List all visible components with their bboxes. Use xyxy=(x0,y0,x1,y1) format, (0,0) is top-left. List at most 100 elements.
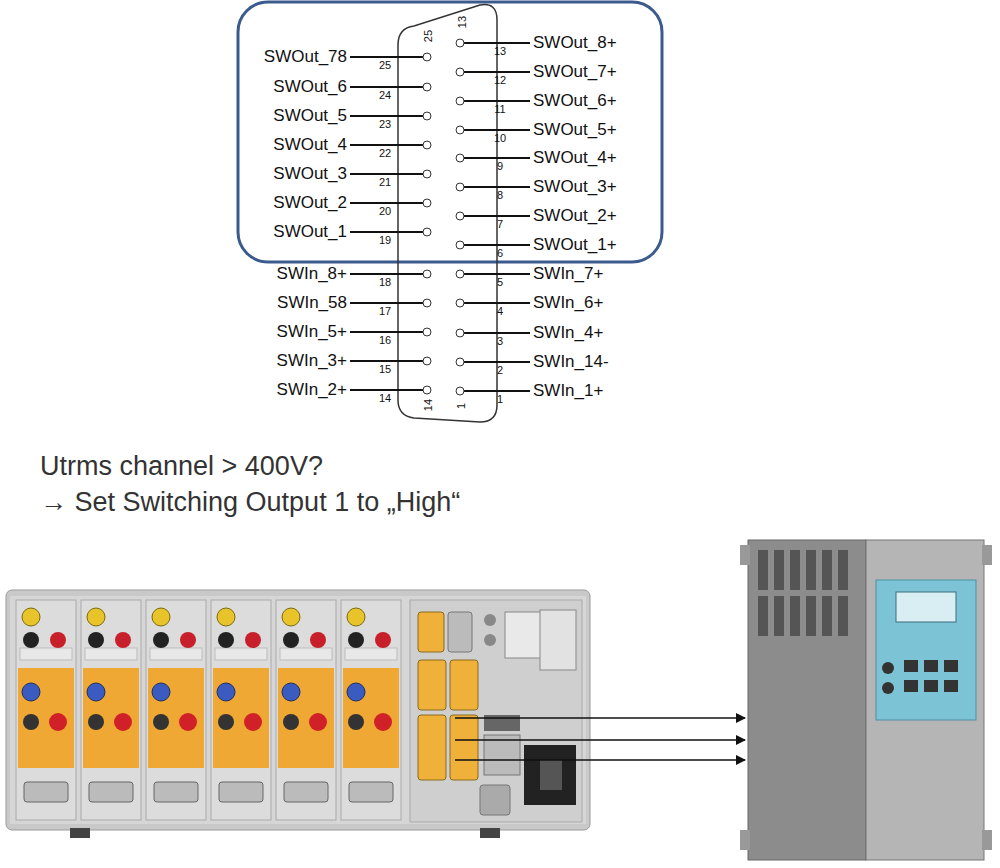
vent xyxy=(838,550,848,590)
module-label xyxy=(85,648,137,660)
pin-number: 17 xyxy=(379,305,391,317)
jack xyxy=(22,683,40,701)
pin-lead xyxy=(350,360,423,362)
signal-wire xyxy=(455,717,745,719)
module-panel xyxy=(341,600,401,820)
condition-text: Utrms channel > 400V? xyxy=(40,452,323,482)
module-panel xyxy=(276,600,336,820)
pin-name: SWOut_5 xyxy=(273,107,347,126)
pin-number: 25 xyxy=(379,59,391,71)
jack xyxy=(309,713,327,731)
power-analyzer xyxy=(6,590,590,838)
pin-number: 18 xyxy=(379,276,391,288)
pin-number: 15 xyxy=(379,363,391,375)
pin-number: 2 xyxy=(497,364,503,376)
pin-number: 13 xyxy=(494,45,506,57)
pin-name: SWOut_6 xyxy=(273,78,347,97)
pin xyxy=(456,39,464,47)
jack xyxy=(22,608,40,626)
pin-number: 1 xyxy=(497,393,503,405)
jack xyxy=(375,632,391,648)
pin-number: 9 xyxy=(497,160,503,172)
pin-group xyxy=(350,39,530,395)
jack xyxy=(374,713,392,731)
pin-number: 19 xyxy=(379,234,391,246)
pin-name: SWIn_14- xyxy=(533,353,609,372)
jack xyxy=(282,608,300,626)
jack xyxy=(348,714,364,730)
pin-number: 12 xyxy=(494,74,506,86)
pin-lead xyxy=(350,331,423,333)
pin xyxy=(423,299,431,307)
pin-lead xyxy=(350,173,423,175)
sub-d xyxy=(349,782,393,802)
highlight-frame xyxy=(238,2,662,262)
module-band xyxy=(18,668,74,768)
jack xyxy=(347,608,365,626)
pin-lead xyxy=(464,157,530,159)
pin-lead xyxy=(464,71,530,73)
pin-name: SWOut_1 xyxy=(273,223,347,242)
pin-name: SWIn_7+ xyxy=(533,265,603,284)
pin-lead xyxy=(350,273,423,275)
pin-name: SWOut_78 xyxy=(264,48,347,67)
vent xyxy=(758,550,768,590)
pin xyxy=(456,154,464,162)
pin-lead xyxy=(464,244,530,246)
jack xyxy=(245,632,261,648)
jack xyxy=(218,632,234,648)
pin-number: 24 xyxy=(379,89,391,101)
module-band xyxy=(148,668,204,768)
pin-name: SWOut_4+ xyxy=(533,149,617,168)
connector-marking: 25 xyxy=(422,30,434,42)
pin-lead xyxy=(350,56,423,58)
pin-lead xyxy=(464,100,530,102)
pin xyxy=(456,97,464,105)
sub-d xyxy=(219,782,263,802)
signal-wire xyxy=(455,739,745,741)
pin-lead xyxy=(464,42,530,44)
jack xyxy=(114,713,132,731)
vent xyxy=(806,596,816,636)
pin-number: 22 xyxy=(379,147,391,159)
sub-d xyxy=(24,782,68,802)
pin xyxy=(423,53,431,61)
pin-name: SWIn_2+ xyxy=(277,381,347,400)
module-panel xyxy=(81,600,141,820)
pin-name: SWIn_3+ xyxy=(277,352,347,371)
vent xyxy=(838,596,848,636)
jack xyxy=(217,608,235,626)
jack xyxy=(179,713,197,731)
pin-number: 5 xyxy=(497,276,503,288)
pin-lead xyxy=(464,361,530,363)
pin-lead xyxy=(464,215,530,217)
jack xyxy=(180,632,196,648)
vent xyxy=(758,596,768,636)
jack xyxy=(115,632,131,648)
pin-lead xyxy=(350,144,423,146)
pin-lead xyxy=(350,302,423,304)
vent xyxy=(790,596,800,636)
connector-marking: 14 xyxy=(422,399,434,411)
pin-name: SWOut_6+ xyxy=(533,92,617,111)
pin-name: SWOut_3+ xyxy=(533,178,617,197)
pin-name: SWOut_3 xyxy=(273,165,347,184)
pin-lead xyxy=(464,332,530,334)
frequency-inverter xyxy=(740,540,992,860)
module-band xyxy=(213,668,269,768)
jack xyxy=(347,683,365,701)
pin xyxy=(456,68,464,76)
pin-lead xyxy=(350,231,423,233)
pin-name: SWOut_4 xyxy=(273,136,347,155)
pin xyxy=(456,212,464,220)
pin-number: 7 xyxy=(497,218,503,230)
pin xyxy=(423,199,431,207)
jack xyxy=(49,713,67,731)
pin xyxy=(423,83,431,91)
pin-number: 4 xyxy=(497,305,503,317)
pin-lead xyxy=(350,389,423,391)
pin-name: SWOut_8+ xyxy=(533,34,617,53)
jack xyxy=(50,632,66,648)
pin xyxy=(456,299,464,307)
